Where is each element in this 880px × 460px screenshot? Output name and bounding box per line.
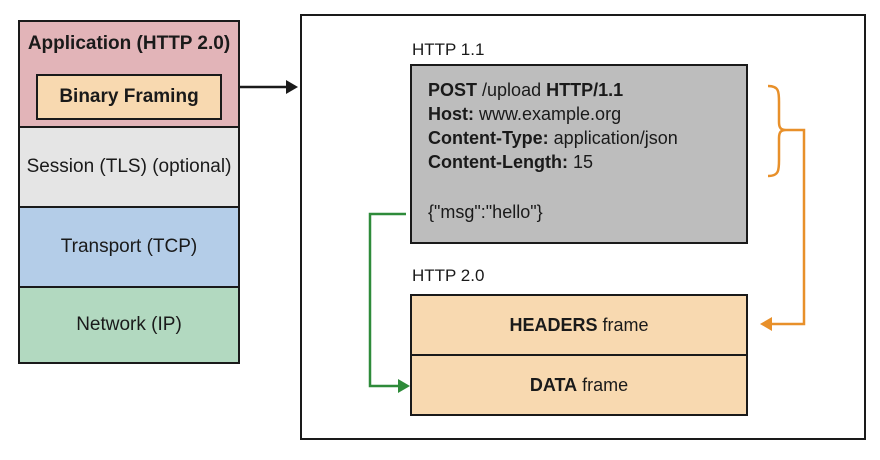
- request-line: POST /upload HTTP/1.1: [428, 80, 623, 101]
- session-layer-label: Session (TLS) (optional): [26, 156, 232, 177]
- network-layer-label: Network (IP): [76, 314, 182, 335]
- content-type-key: Content-Type:: [428, 128, 549, 148]
- transport-layer-label: Transport (TCP): [60, 236, 198, 257]
- headers-frame-type: HEADERS: [509, 314, 598, 335]
- http20-label: HTTP 2.0: [412, 266, 485, 285]
- data-frame-word: frame: [582, 374, 629, 395]
- stack-to-detail-arrow: [240, 80, 298, 94]
- request-method: POST: [428, 80, 478, 100]
- binary-framing-layer: Binary Framing: [36, 74, 222, 120]
- data-arrow: [368, 212, 410, 393]
- http11-request-box: POST /upload HTTP/1.1 Host: www.example.…: [410, 64, 748, 244]
- binary-framing-label: Binary Framing: [59, 86, 199, 107]
- data-frame: DATA frame: [410, 354, 748, 416]
- transport-layer: Transport (TCP): [18, 206, 240, 286]
- host-header-value: www.example.org: [479, 104, 622, 124]
- data-frame-type: DATA: [529, 374, 578, 395]
- network-layer: Network (IP): [18, 286, 240, 364]
- content-type-header-line: Content-Type: application/json: [428, 128, 678, 149]
- headers-frame: HEADERS frame: [410, 294, 748, 356]
- request-version: HTTP/1.1: [546, 80, 624, 100]
- request-body: {"msg":"hello"}: [428, 202, 543, 222]
- headers-arrow: [760, 128, 806, 331]
- application-layer-label: Application (HTTP 2.0): [27, 33, 231, 54]
- content-length-key: Content-Length:: [428, 152, 568, 172]
- http11-label: HTTP 1.1: [412, 40, 485, 59]
- host-header-key: Host:: [428, 104, 474, 124]
- headers-brace: [767, 84, 787, 178]
- host-header-line: Host: www.example.org: [428, 104, 621, 125]
- content-type-value: application/json: [553, 128, 678, 148]
- content-length-header-line: Content-Length: 15: [428, 152, 593, 173]
- request-path: /upload: [482, 80, 542, 100]
- session-layer: Session (TLS) (optional): [18, 126, 240, 206]
- headers-frame-word: frame: [602, 314, 649, 335]
- content-length-value: 15: [572, 152, 594, 172]
